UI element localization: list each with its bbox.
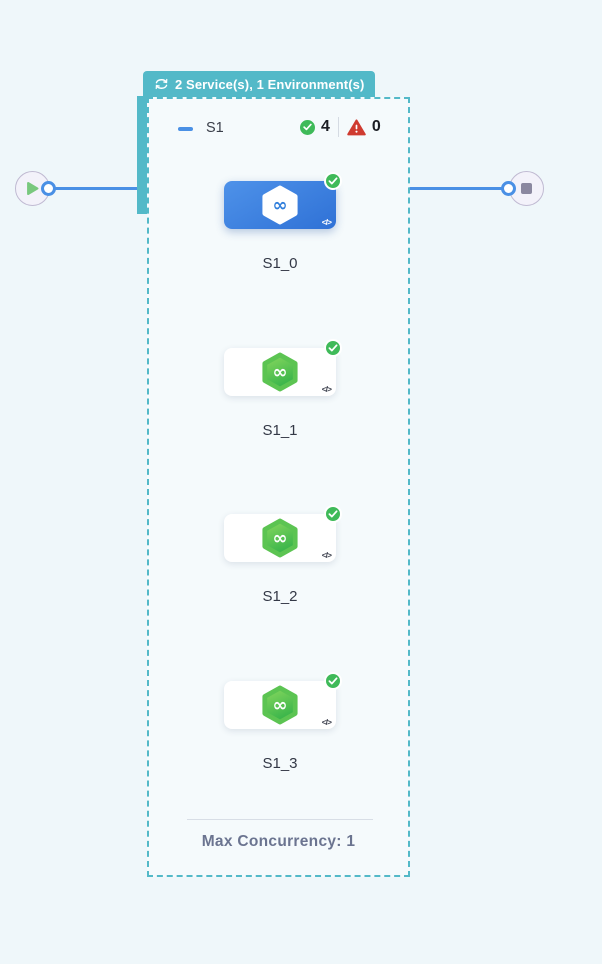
success-badge-icon xyxy=(324,172,342,190)
svg-text:∞: ∞ xyxy=(272,195,287,216)
warning-triangle-icon xyxy=(347,118,366,136)
hexagon-infinity-icon: ∞ xyxy=(261,351,299,393)
start-connector-dot xyxy=(41,181,56,196)
node-label: S1_3 xyxy=(262,755,298,772)
stage-status-counts: 4 0 xyxy=(300,117,381,137)
end-connector-dot xyxy=(501,181,516,196)
matrix-left-accent-bar xyxy=(137,96,147,214)
service-node-s1-1[interactable]: ∞ </> xyxy=(224,339,342,396)
service-node-s1-0[interactable]: ∞ </> xyxy=(224,172,342,229)
success-badge-icon xyxy=(324,505,342,523)
code-icon: </> xyxy=(321,716,332,727)
node-label: S1_0 xyxy=(262,255,298,272)
stop-icon xyxy=(521,183,532,194)
hexagon-infinity-icon: ∞ xyxy=(261,684,299,726)
failed-count: 0 xyxy=(371,118,381,135)
svg-text:∞: ∞ xyxy=(272,695,287,716)
collapse-minus-icon[interactable] xyxy=(178,127,193,131)
count-divider xyxy=(337,117,339,137)
code-icon: </> xyxy=(321,549,332,560)
code-icon: </> xyxy=(321,216,332,227)
hexagon-infinity-icon: ∞ xyxy=(261,184,299,226)
loop-icon xyxy=(154,78,169,90)
service-node-s1-2[interactable]: ∞ </> xyxy=(224,505,342,562)
success-badge-icon xyxy=(324,339,342,357)
hexagon-infinity-icon: ∞ xyxy=(261,517,299,559)
code-icon: </> xyxy=(321,383,332,394)
success-badge-icon xyxy=(324,672,342,690)
edge-start-to-stage xyxy=(49,187,145,190)
matrix-header-label: 2 Service(s), 1 Environment(s) xyxy=(175,76,365,92)
svg-text:∞: ∞ xyxy=(272,362,287,383)
node-label: S1_2 xyxy=(262,588,298,605)
service-node-s1-3[interactable]: ∞ </> xyxy=(224,672,342,729)
node-label: S1_1 xyxy=(262,422,298,439)
check-circle-icon xyxy=(300,119,315,135)
max-concurrency-label: Max Concurrency: 1 xyxy=(201,833,356,850)
edge-stage-to-end xyxy=(408,187,505,190)
footer-divider xyxy=(187,819,373,820)
play-icon xyxy=(26,182,39,195)
stage-name[interactable]: S1 xyxy=(206,120,224,136)
svg-text:∞: ∞ xyxy=(272,528,287,549)
success-count: 4 xyxy=(321,118,330,135)
matrix-header-badge[interactable]: 2 Service(s), 1 Environment(s) xyxy=(143,71,376,97)
